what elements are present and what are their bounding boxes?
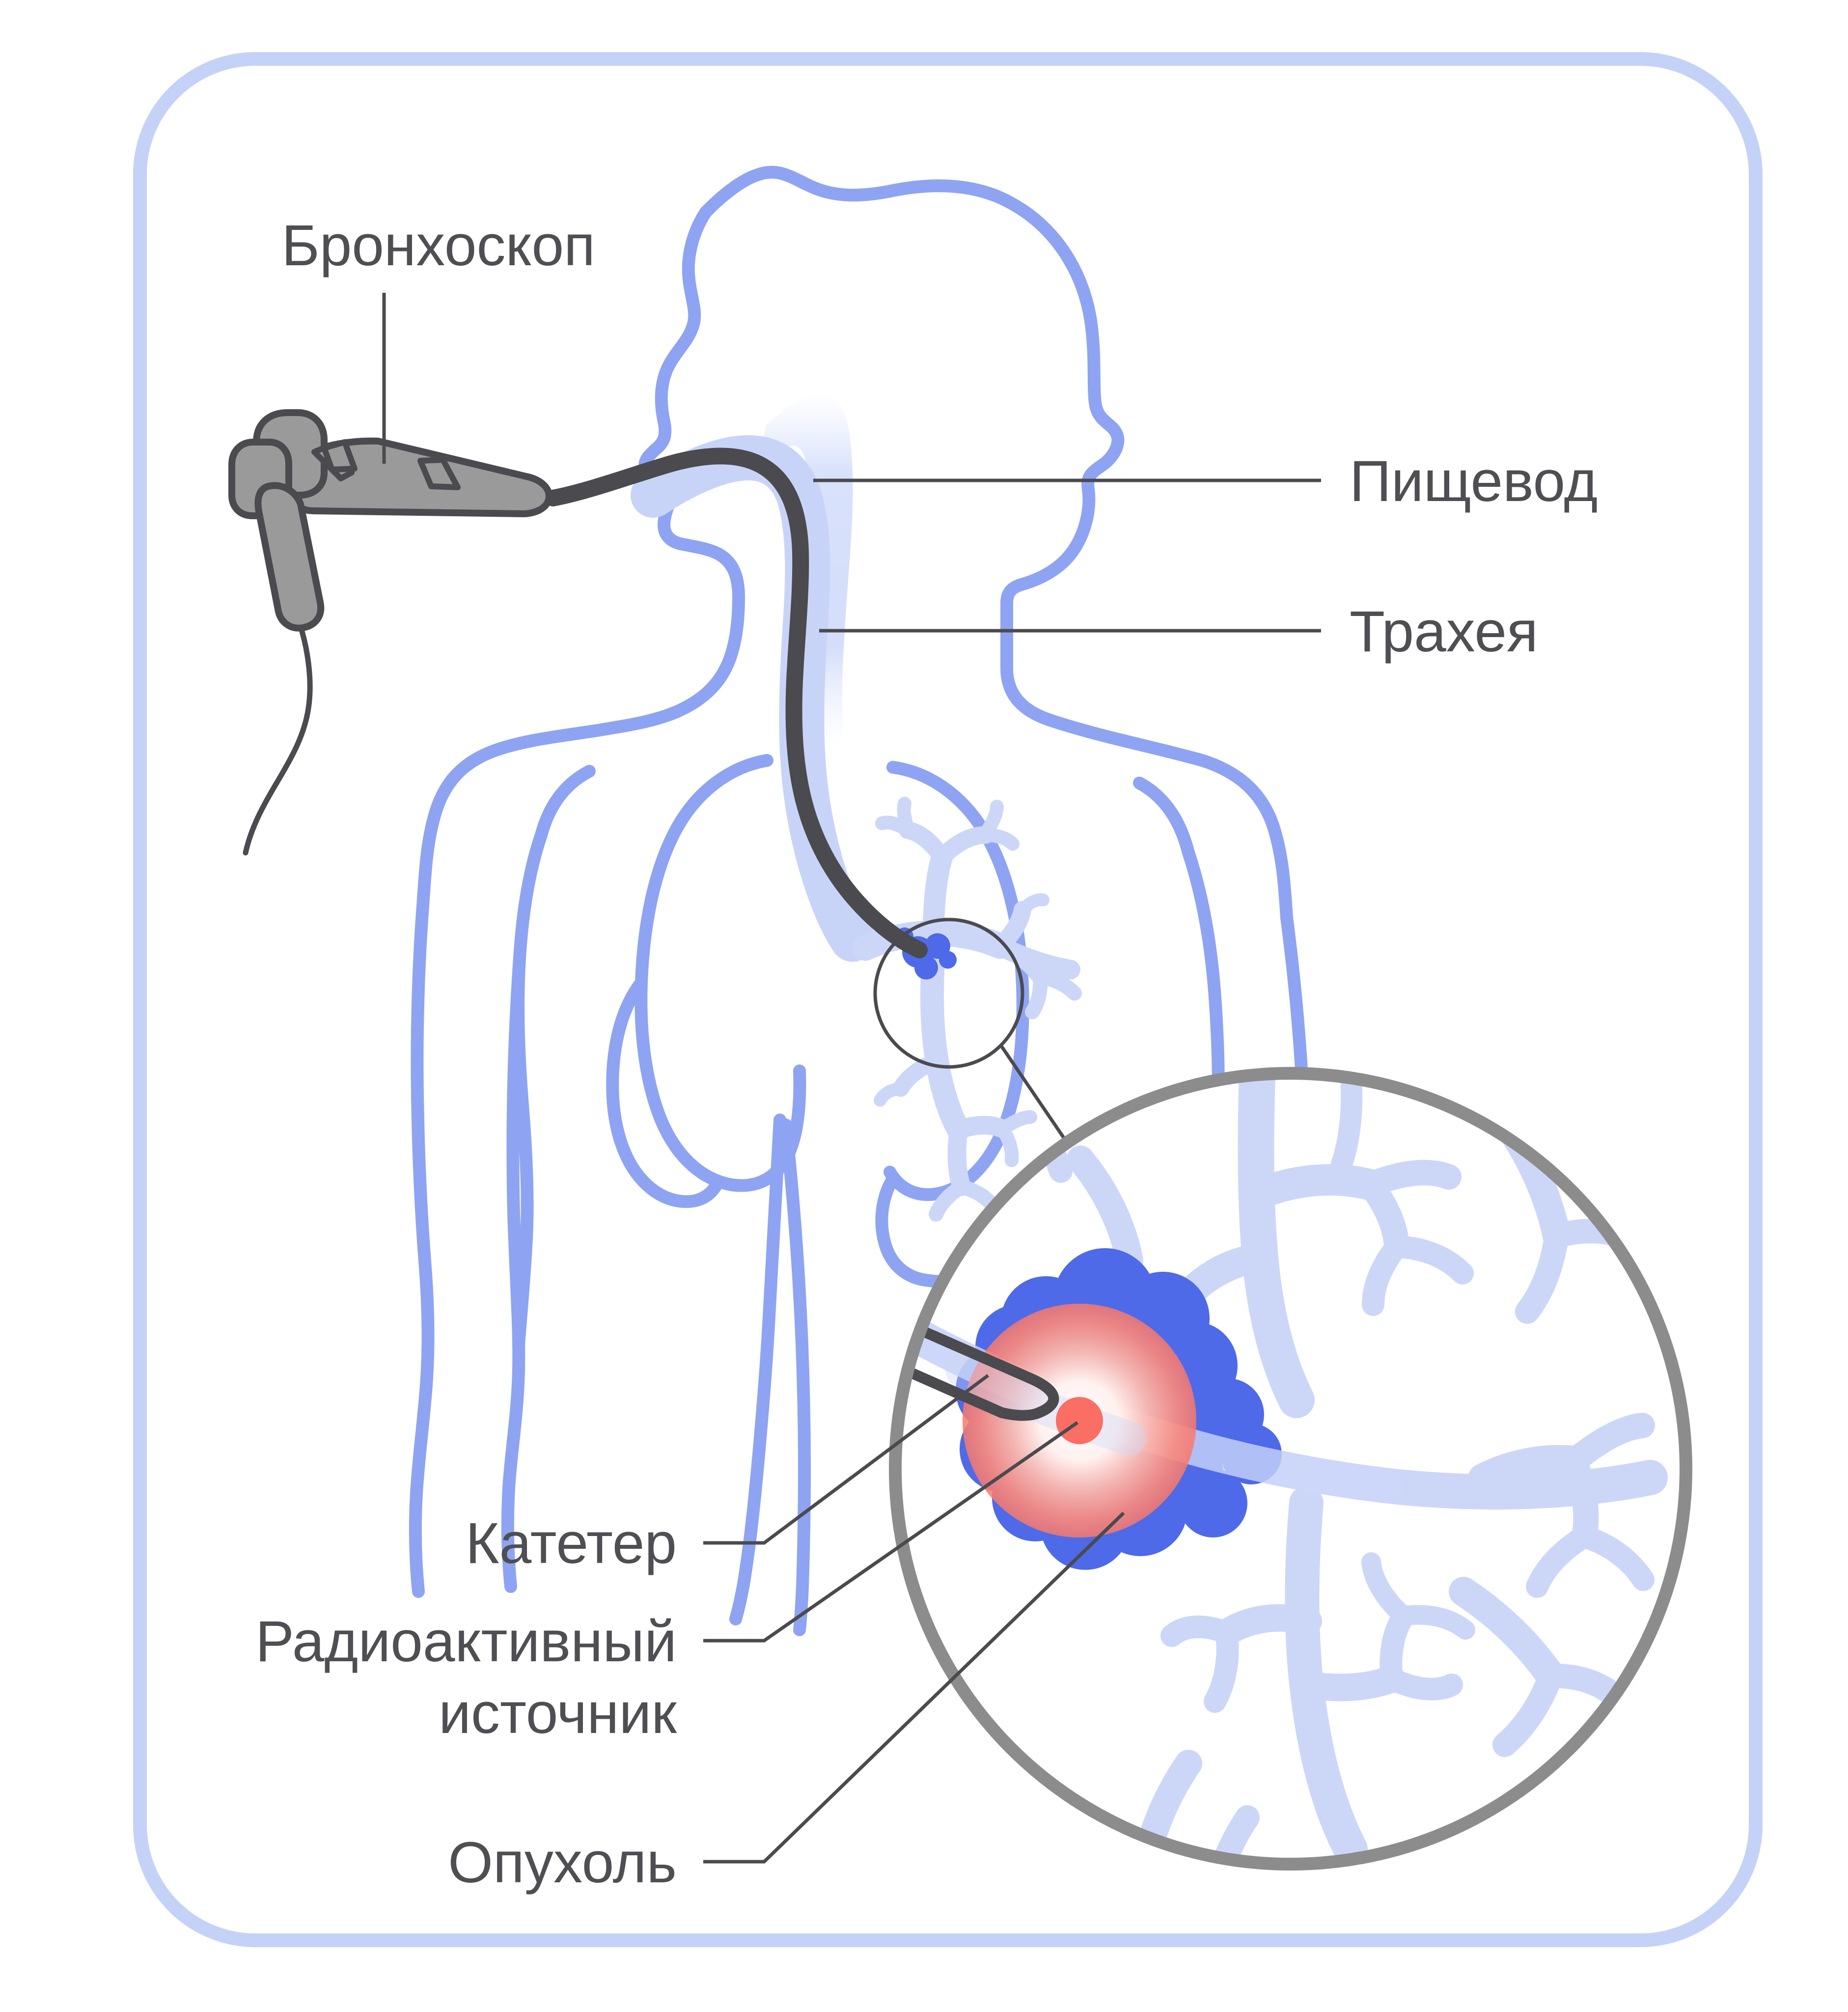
scope-control-fin-3	[417, 457, 461, 490]
scope-control-fin-2	[321, 439, 358, 473]
leader-lines	[382, 293, 1321, 1864]
label-radioactive-source-line2: источник	[439, 1681, 677, 1746]
radioactive-source-core	[1056, 1397, 1103, 1444]
zoom-region-indicator	[873, 918, 1024, 1069]
bronchoscope-tube	[545, 447, 928, 958]
label-bronchoscope: Бронхоскоп	[281, 213, 595, 278]
label-esophagus: Пищевод	[1350, 449, 1598, 514]
label-catheter: Катетер	[466, 1511, 677, 1576]
magnifier-ring	[889, 1067, 1692, 1871]
label-radioactive-source-line1: Радиоактивный	[255, 1609, 677, 1674]
leader-tumor	[703, 1511, 1125, 1864]
bronchial-tree	[853, 797, 1082, 1222]
scope-cable	[243, 627, 313, 856]
leader-radioactive-source	[703, 1421, 1078, 1643]
zoom-connector-line	[999, 1044, 1067, 1142]
patient-body-outline	[409, 166, 1312, 1636]
leader-catheter	[703, 1374, 990, 1545]
frame-border	[133, 52, 1763, 1947]
label-tumor: Опухоль	[448, 1830, 677, 1895]
bronchoscope-device	[228, 409, 552, 856]
label-trachea: Трахея	[1350, 599, 1538, 664]
